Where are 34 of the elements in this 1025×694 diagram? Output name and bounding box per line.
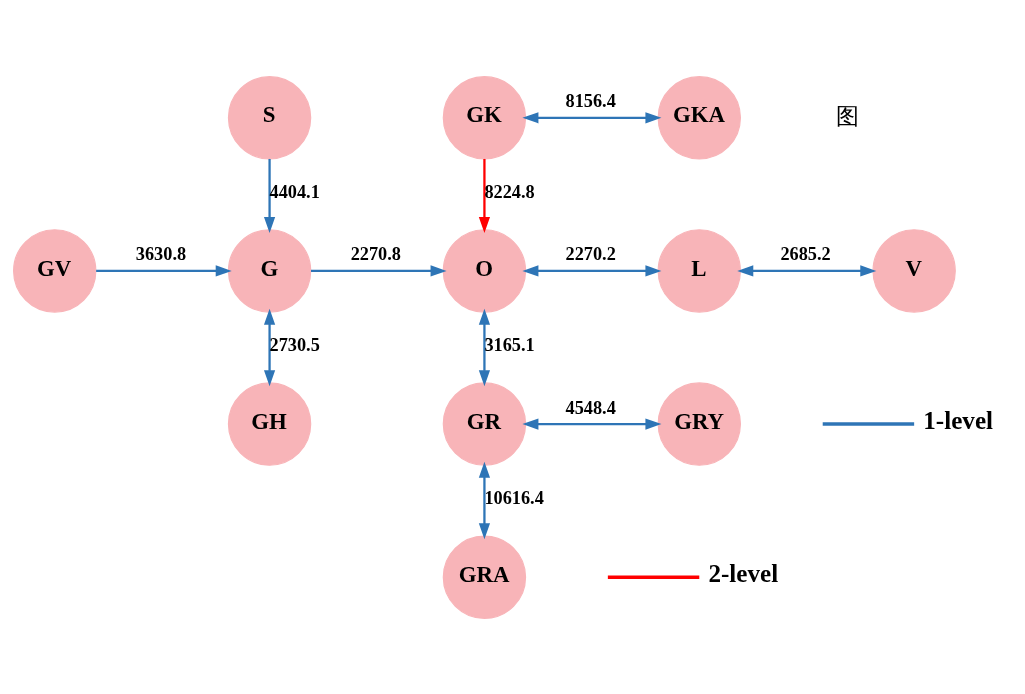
arrow	[310, 264, 447, 277]
arrow	[478, 158, 490, 233]
node-circle: GKA	[657, 75, 741, 159]
node-circle: GR	[442, 381, 526, 466]
arrow	[736, 264, 876, 277]
node-circle: G	[227, 228, 311, 313]
edge-label: 2685.2	[779, 243, 831, 264]
node-circle: GH	[227, 381, 311, 466]
arrow	[263, 308, 275, 386]
arrow	[95, 264, 232, 277]
arrow	[263, 158, 275, 233]
node-circle: O	[442, 228, 526, 313]
node-circle: L	[657, 228, 741, 313]
arrow	[521, 111, 661, 123]
node-circle: V	[871, 228, 956, 313]
edge-label: 2270.8	[350, 243, 401, 264]
edge-label: 3165.1	[483, 334, 535, 355]
edge-label: 3630.8	[135, 243, 186, 264]
edge-label: 8156.4	[565, 90, 616, 111]
arrow	[478, 308, 490, 386]
arrow	[521, 417, 661, 430]
legend-label: 1-level	[922, 406, 993, 434]
node-circle: GRA	[442, 535, 526, 619]
arrow	[478, 461, 490, 539]
node-circle: GRY	[657, 381, 741, 466]
node-circle: GV	[12, 228, 96, 313]
edge-label: 4548.4	[565, 397, 616, 418]
edge-label: 10616.4	[483, 487, 544, 508]
node-circle: GK	[442, 75, 526, 159]
legend-label: 2-level	[707, 559, 778, 587]
label: 图	[835, 103, 859, 128]
edge-label: 2270.2	[565, 243, 616, 264]
arrow	[521, 264, 661, 277]
node-circle: S	[227, 75, 311, 159]
